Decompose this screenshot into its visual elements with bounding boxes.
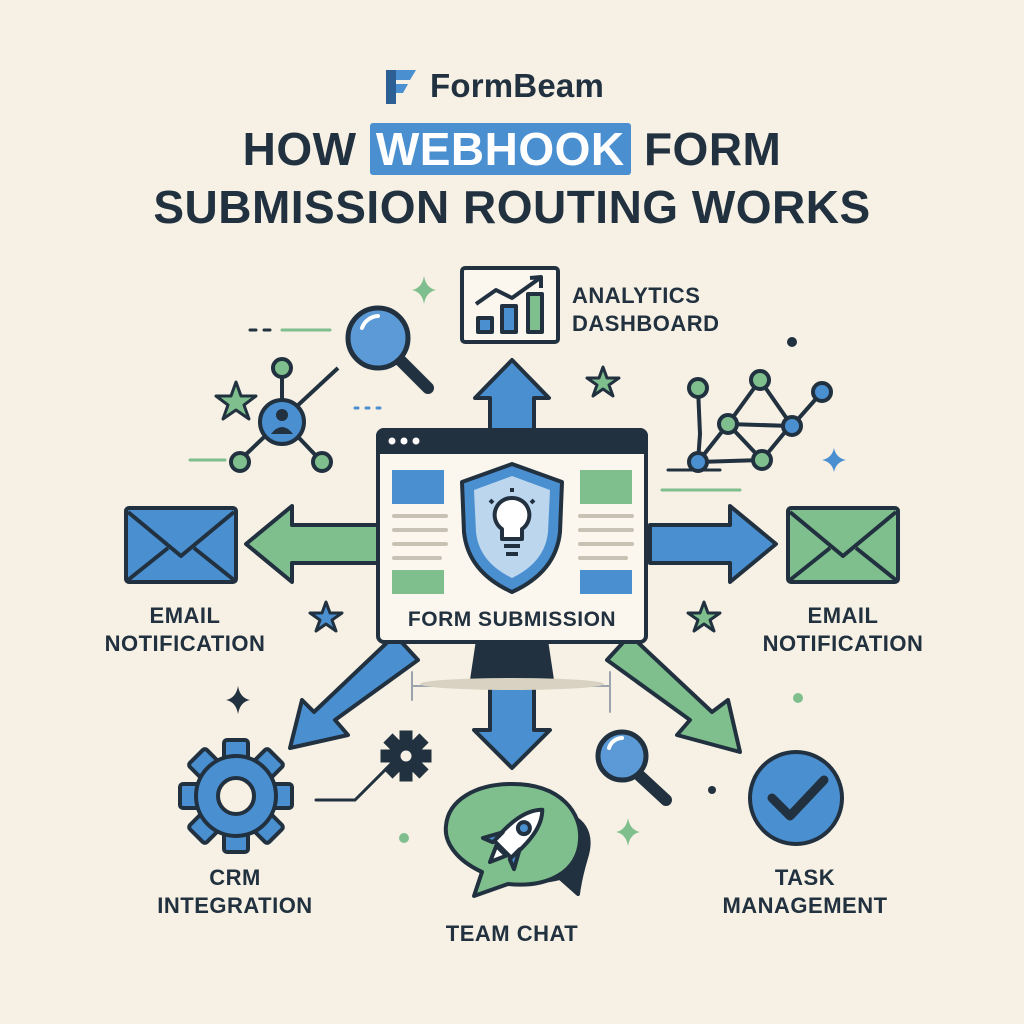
- email-notification-left-label: EMAIL NOTIFICATION: [80, 602, 290, 658]
- crm-integration-label: CRM INTEGRATION: [130, 864, 340, 920]
- shield-bulb-icon: [460, 462, 564, 594]
- task-line-1: TASK: [774, 865, 836, 890]
- crm-line-1: CRM: [209, 865, 261, 890]
- network-graph-icon: [687, 369, 833, 473]
- form-submission-label: FORM SUBMISSION: [407, 608, 617, 631]
- title-line-2: SUBMISSION ROUTING WORKS: [153, 181, 871, 233]
- envelope-icon-right: [786, 506, 900, 584]
- arrow-up: [473, 358, 551, 432]
- team-chat-label: TEAM CHAT: [445, 921, 579, 946]
- small-gear-icon: [380, 730, 432, 782]
- sparkle-icons: [226, 276, 846, 846]
- brand-name: FormBeam: [430, 67, 604, 104]
- sparkle-icon: [616, 818, 640, 846]
- network-user-icon: [229, 357, 340, 473]
- logo-icon: [386, 70, 416, 104]
- task-line-2: MANAGEMENT: [722, 893, 888, 918]
- star-icons: [214, 365, 722, 633]
- arrow-right: [648, 504, 778, 584]
- title-suffix: FORM: [643, 123, 782, 175]
- star-icon: [585, 365, 621, 398]
- sparkle-icon: [226, 686, 250, 714]
- email-left-line-2: NOTIFICATION: [104, 631, 266, 656]
- analytics-label-line-1: ANALYTICS: [572, 283, 701, 308]
- star-icon: [686, 600, 722, 633]
- arrow-down-left: [288, 633, 420, 750]
- analytics-dashboard-label: ANALYTICS DASHBOARD: [572, 282, 748, 338]
- sparkle-icon: [412, 276, 436, 304]
- brand: FormBeam: [382, 64, 604, 108]
- chat-rocket-icon: [443, 782, 591, 898]
- title-prefix: HOW: [242, 123, 357, 175]
- task-management-label: TASK MANAGEMENT: [696, 864, 914, 920]
- magnifier-icon-bottom: [595, 729, 672, 806]
- magnifier-icon: [345, 305, 434, 394]
- star-icon: [214, 380, 258, 421]
- envelope-icon-left: [124, 506, 238, 584]
- gear-icon: [178, 738, 294, 854]
- arrow-down-right: [605, 633, 742, 754]
- title-line-1: HOW WEBHOOK FORM: [0, 120, 1024, 178]
- email-right-line-2: NOTIFICATION: [762, 631, 924, 656]
- sparkle-icon: [822, 448, 846, 472]
- star-icon: [308, 600, 344, 633]
- email-right-line-1: EMAIL: [807, 603, 879, 628]
- email-notification-right-label: EMAIL NOTIFICATION: [738, 602, 948, 658]
- page-title: HOW WEBHOOK FORM SUBMISSION ROUTING WORK…: [0, 120, 1024, 236]
- title-highlight: WEBHOOK: [369, 123, 631, 175]
- analytics-label-line-2: DASHBOARD: [572, 311, 720, 336]
- checkmark-circle-icon: [748, 750, 844, 846]
- crm-line-2: INTEGRATION: [157, 893, 313, 918]
- email-left-line-1: EMAIL: [149, 603, 221, 628]
- analytics-chart-icon: [460, 266, 560, 344]
- arrow-left: [244, 504, 380, 584]
- arrow-down: [472, 678, 552, 770]
